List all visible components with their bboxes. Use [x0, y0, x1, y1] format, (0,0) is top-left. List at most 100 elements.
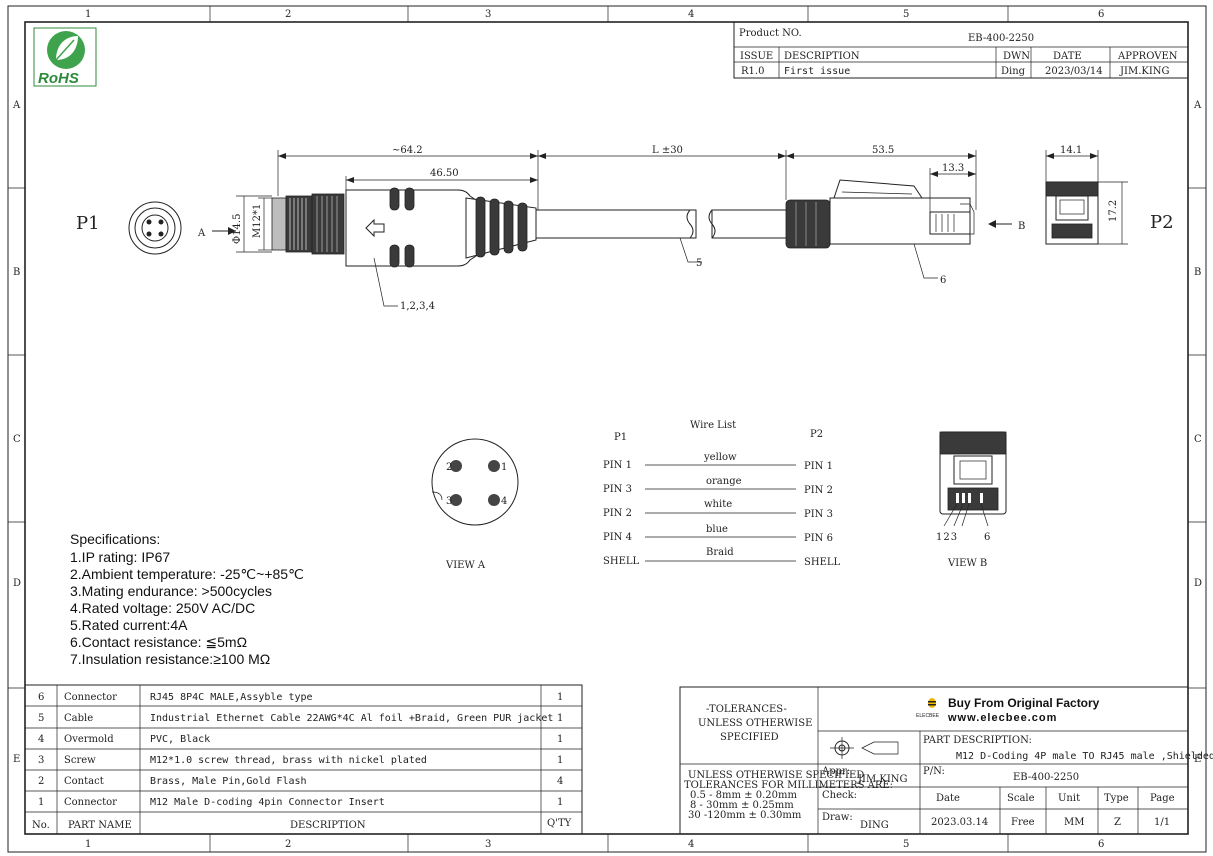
bom-header: Q'TY: [547, 818, 572, 829]
rohs-logo: RoHS: [33, 27, 97, 87]
tolerance-line: -TOLERANCES-: [706, 704, 787, 715]
brand-line1: Buy From Original Factory: [948, 696, 1100, 710]
row-label: A: [1193, 100, 1202, 111]
bom-desc: Brass, Male Pin,Gold Flash: [150, 776, 307, 787]
tol-small: TOLERANCES FOR MILLIMETERS ARE:: [684, 780, 893, 791]
info-header: Page: [1150, 793, 1175, 804]
tol-small: UNLESS OTHERWISE SPECIFIED: [688, 770, 864, 781]
wire-right-pin: PIN 1: [804, 461, 833, 472]
col-label: 6: [1098, 9, 1104, 20]
bom-header: No.: [32, 820, 50, 831]
bom-part: Connector: [64, 797, 117, 808]
dim-length: L ±30: [652, 145, 683, 156]
rev-header: APPROVEN: [1117, 51, 1178, 62]
dim-rj-tip: 13.3: [942, 163, 964, 174]
rev-date: 2023/03/14: [1045, 66, 1103, 77]
bom-desc: M12 Male D-coding 4pin Connector Insert: [150, 797, 385, 808]
info-header: Date: [936, 793, 960, 804]
col-label: 2: [285, 9, 291, 20]
bom-header: PART NAME: [68, 820, 132, 831]
tolerance-line: SPECIFIED: [720, 732, 779, 743]
bom-no: 4: [38, 734, 44, 745]
draw-label: Draw:: [822, 812, 853, 823]
outer-border: [7, 5, 1207, 853]
row-label: B: [13, 267, 20, 278]
view-b-pins: 123: [936, 532, 958, 543]
bom-qty: 1: [557, 797, 563, 808]
col-label: 6: [1098, 839, 1104, 850]
spec-item: 6.Contact resistance: ≦5mΩ: [70, 634, 247, 650]
revision-table: Product NO. EB-400-2250 ISSUE DESCRIPTIO…: [733, 21, 1189, 79]
spec-item: 4.Rated voltage: 250V AC/DC: [70, 600, 255, 616]
wire-list-p1: P1: [614, 432, 627, 443]
bom-qty: 1: [557, 734, 563, 745]
info-value: MM: [1064, 817, 1084, 828]
grid-labels: 1 2 3 4 5 6 1 2 3 4 5 6 A B C D E A B C …: [12, 9, 1202, 850]
bom-no: 3: [38, 755, 44, 766]
arrow-b-label: B: [1018, 221, 1025, 232]
wire-right-pin: PIN 2: [804, 485, 833, 496]
rev-approven: JIM.KING: [1119, 66, 1170, 77]
row-label: C: [1194, 434, 1202, 445]
col-label: 3: [485, 9, 491, 20]
product-no-label: Product NO.: [739, 28, 802, 39]
wire-right-pin: PIN 6: [804, 533, 833, 544]
rev-dwn: Ding: [1001, 66, 1026, 77]
info-value: Z: [1114, 817, 1121, 828]
specifications: Specifications: 1.IP rating: IP67 2.Ambi…: [70, 531, 304, 667]
bom-table: 6 Connector RJ45 8P4C MALE,Assyble type …: [24, 684, 583, 835]
part-desc-label: PART DESCRIPTION:: [923, 735, 1032, 746]
col-label: 3: [485, 839, 491, 850]
bom-no: 2: [38, 776, 44, 787]
row-label: C: [13, 434, 21, 445]
rev-header: DESCRIPTION: [784, 51, 860, 62]
spec-item: 2.Ambient temperature: -25℃~+85℃: [70, 566, 304, 582]
bom-qty: 1: [557, 692, 563, 703]
bom-no: 5: [38, 713, 44, 724]
dim-thread: M12*1: [252, 204, 263, 238]
wire-list: Wire List P1 P2 PIN 1 yellow PIN 1 PIN 3…: [603, 420, 841, 568]
view-a-label: VIEW A: [445, 560, 486, 571]
dim-rj-height: 17.2: [1108, 200, 1119, 222]
wire-left-pin: PIN 2: [603, 508, 632, 519]
bom-part: Screw: [64, 755, 96, 766]
callout-rj45: 6: [940, 275, 946, 286]
wire-color: blue: [706, 524, 728, 535]
tol-small: 8 - 30mm ± 0.25mm: [690, 800, 794, 811]
wire-color: yellow: [703, 452, 737, 463]
rev-header: ISSUE: [740, 51, 773, 62]
spec-item: 1.IP rating: IP67: [70, 549, 170, 565]
appr-label: Appr:: [821, 766, 850, 777]
bom-no: 6: [38, 692, 44, 703]
spec-item: 3.Mating endurance: >500cycles: [70, 583, 272, 599]
tol-small: 0.5 - 8mm ± 0.20mm: [690, 790, 797, 801]
callout-cable: 5: [696, 258, 702, 269]
callout-connector: 1,2,3,4: [400, 301, 435, 312]
info-value: Free: [1011, 817, 1035, 828]
row-label: E: [1194, 754, 1201, 765]
bom-qty: 1: [557, 755, 563, 766]
dim-body: 46.50: [430, 168, 459, 179]
spec-item: 5.Rated current:4A: [70, 617, 188, 633]
inner-border: [24, 21, 1189, 835]
rev-issue: R1.0: [741, 66, 764, 77]
pn-label: P/N:: [923, 766, 945, 777]
col-label: 5: [903, 9, 909, 20]
view-b-pin-six: 6: [984, 532, 990, 543]
row-label: D: [13, 578, 21, 589]
wire-list-p2: P2: [810, 429, 823, 440]
col-label: 1: [85, 839, 91, 850]
row-label: B: [1194, 267, 1201, 278]
bom-desc: RJ45 8P4C MALE,Assyble type: [150, 692, 313, 703]
info-value: 1/1: [1154, 817, 1170, 828]
grid-ticks: [8, 6, 1206, 852]
wire-left-pin: PIN 3: [603, 484, 632, 495]
bom-desc: PVC, Black: [150, 734, 210, 745]
wire-color: Braid: [706, 547, 734, 558]
dim-rj-width: 14.1: [1060, 145, 1082, 156]
dim-overall: ~64.2: [392, 145, 423, 156]
bom-header: DESCRIPTION: [290, 820, 366, 831]
row-label: D: [1194, 578, 1202, 589]
bom-qty: 1: [557, 713, 563, 724]
wire-right-pin: PIN 3: [804, 509, 833, 520]
